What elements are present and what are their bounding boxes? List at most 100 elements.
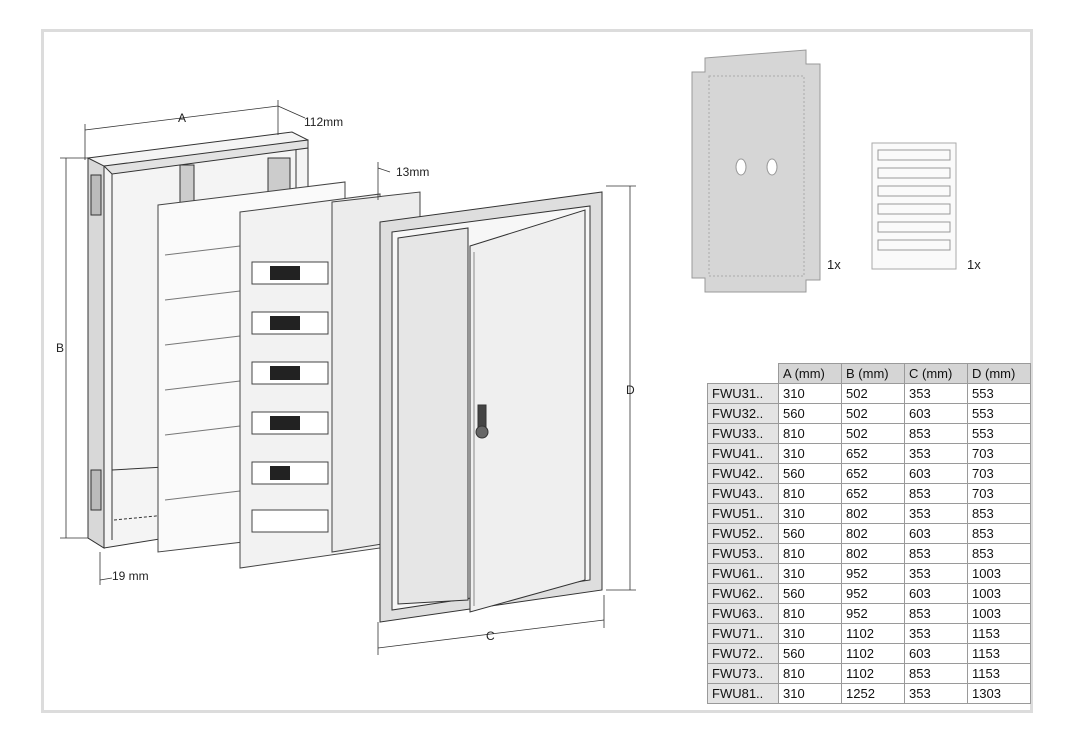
dimension-cell: 353	[904, 503, 968, 524]
dim-depth-label: 112mm	[304, 115, 343, 129]
dimension-cell: 560	[778, 583, 842, 604]
dimension-cell: 502	[841, 383, 905, 404]
dimension-cell: 810	[778, 423, 842, 444]
dimension-cell: 652	[841, 483, 905, 504]
dimension-cell: 810	[778, 603, 842, 624]
dimension-cell: 1003	[967, 563, 1031, 584]
dimension-cell: 853	[904, 423, 968, 444]
dimension-cell: 603	[904, 463, 968, 484]
dimension-cell: 952	[841, 603, 905, 624]
model-cell: FWU61..	[707, 563, 779, 584]
dimension-cell: 560	[778, 523, 842, 544]
dimension-cell: 1003	[967, 603, 1031, 624]
dim-d-label: D	[626, 383, 635, 397]
front-cover	[239, 191, 421, 569]
model-cell: FWU43..	[707, 483, 779, 504]
model-cell: FWU63..	[707, 603, 779, 624]
model-cell: FWU52..	[707, 523, 779, 544]
dimension-cell: 310	[778, 383, 842, 404]
model-cell: FWU72..	[707, 643, 779, 664]
model-cell: FWU62..	[707, 583, 779, 604]
dimension-cell: 553	[967, 403, 1031, 424]
dimension-cell: 952	[841, 563, 905, 584]
model-cell: FWU71..	[707, 623, 779, 644]
model-cell: FWU51..	[707, 503, 779, 524]
dimension-cell: 603	[904, 643, 968, 664]
table-header-cell: C (mm)	[904, 363, 968, 384]
dimension-cell: 810	[778, 663, 842, 684]
dimension-cell: 560	[778, 463, 842, 484]
dimension-cell: 603	[904, 403, 968, 424]
dimension-cell: 502	[841, 423, 905, 444]
dimension-cell: 1153	[967, 663, 1031, 684]
label-sheet-quantity: 1x	[967, 257, 981, 272]
dimension-cell: 353	[904, 563, 968, 584]
model-cell: FWU33..	[707, 423, 779, 444]
model-cell: FWU81..	[707, 683, 779, 704]
dimension-cell: 810	[778, 543, 842, 564]
table-header-cell: A (mm)	[778, 363, 842, 384]
dimension-cell: 310	[778, 443, 842, 464]
dimension-cell: 560	[778, 403, 842, 424]
dimension-cell: 553	[967, 423, 1031, 444]
dimension-cell: 1153	[967, 643, 1031, 664]
cover-plate	[691, 49, 821, 293]
dimension-cell: 1102	[841, 663, 905, 684]
dimension-lines	[60, 100, 636, 655]
dimension-cell: 310	[778, 503, 842, 524]
dimension-cell: 802	[841, 503, 905, 524]
model-cell: FWU42..	[707, 463, 779, 484]
dimension-cell: 952	[841, 583, 905, 604]
dimension-cell: 853	[967, 503, 1031, 524]
dimension-cell: 353	[904, 443, 968, 464]
table-header-cell: D (mm)	[967, 363, 1031, 384]
dimension-cell: 310	[778, 683, 842, 704]
dimension-cell: 703	[967, 443, 1031, 464]
dimension-cell: 310	[778, 563, 842, 584]
model-cell: FWU53..	[707, 543, 779, 564]
dimension-cell: 603	[904, 583, 968, 604]
dimension-cell: 353	[904, 383, 968, 404]
dimension-cell: 1102	[841, 643, 905, 664]
model-cell: FWU41..	[707, 443, 779, 464]
dimension-cell: 703	[967, 483, 1031, 504]
dimension-cell: 802	[841, 523, 905, 544]
dimension-cell: 853	[904, 543, 968, 564]
label-sheet	[871, 142, 957, 270]
dimension-cell: 853	[904, 663, 968, 684]
dim-c-label: C	[486, 629, 495, 643]
dim-bottom-label: 19 mm	[112, 569, 149, 583]
dimension-cell: 1153	[967, 623, 1031, 644]
dimension-cell: 553	[967, 383, 1031, 404]
door-assembly	[379, 191, 603, 623]
dimension-cell: 853	[967, 543, 1031, 564]
dimension-cell: 353	[904, 623, 968, 644]
dimension-cell: 502	[841, 403, 905, 424]
dimension-cell: 1102	[841, 623, 905, 644]
dim-b-label: B	[56, 341, 64, 355]
dimension-cell: 603	[904, 523, 968, 544]
dimension-cell: 310	[778, 623, 842, 644]
cover-plate-quantity: 1x	[827, 257, 841, 272]
dimension-cell: 853	[904, 483, 968, 504]
dimension-cell: 353	[904, 683, 968, 704]
dimension-cell: 853	[967, 523, 1031, 544]
dimension-cell: 652	[841, 463, 905, 484]
